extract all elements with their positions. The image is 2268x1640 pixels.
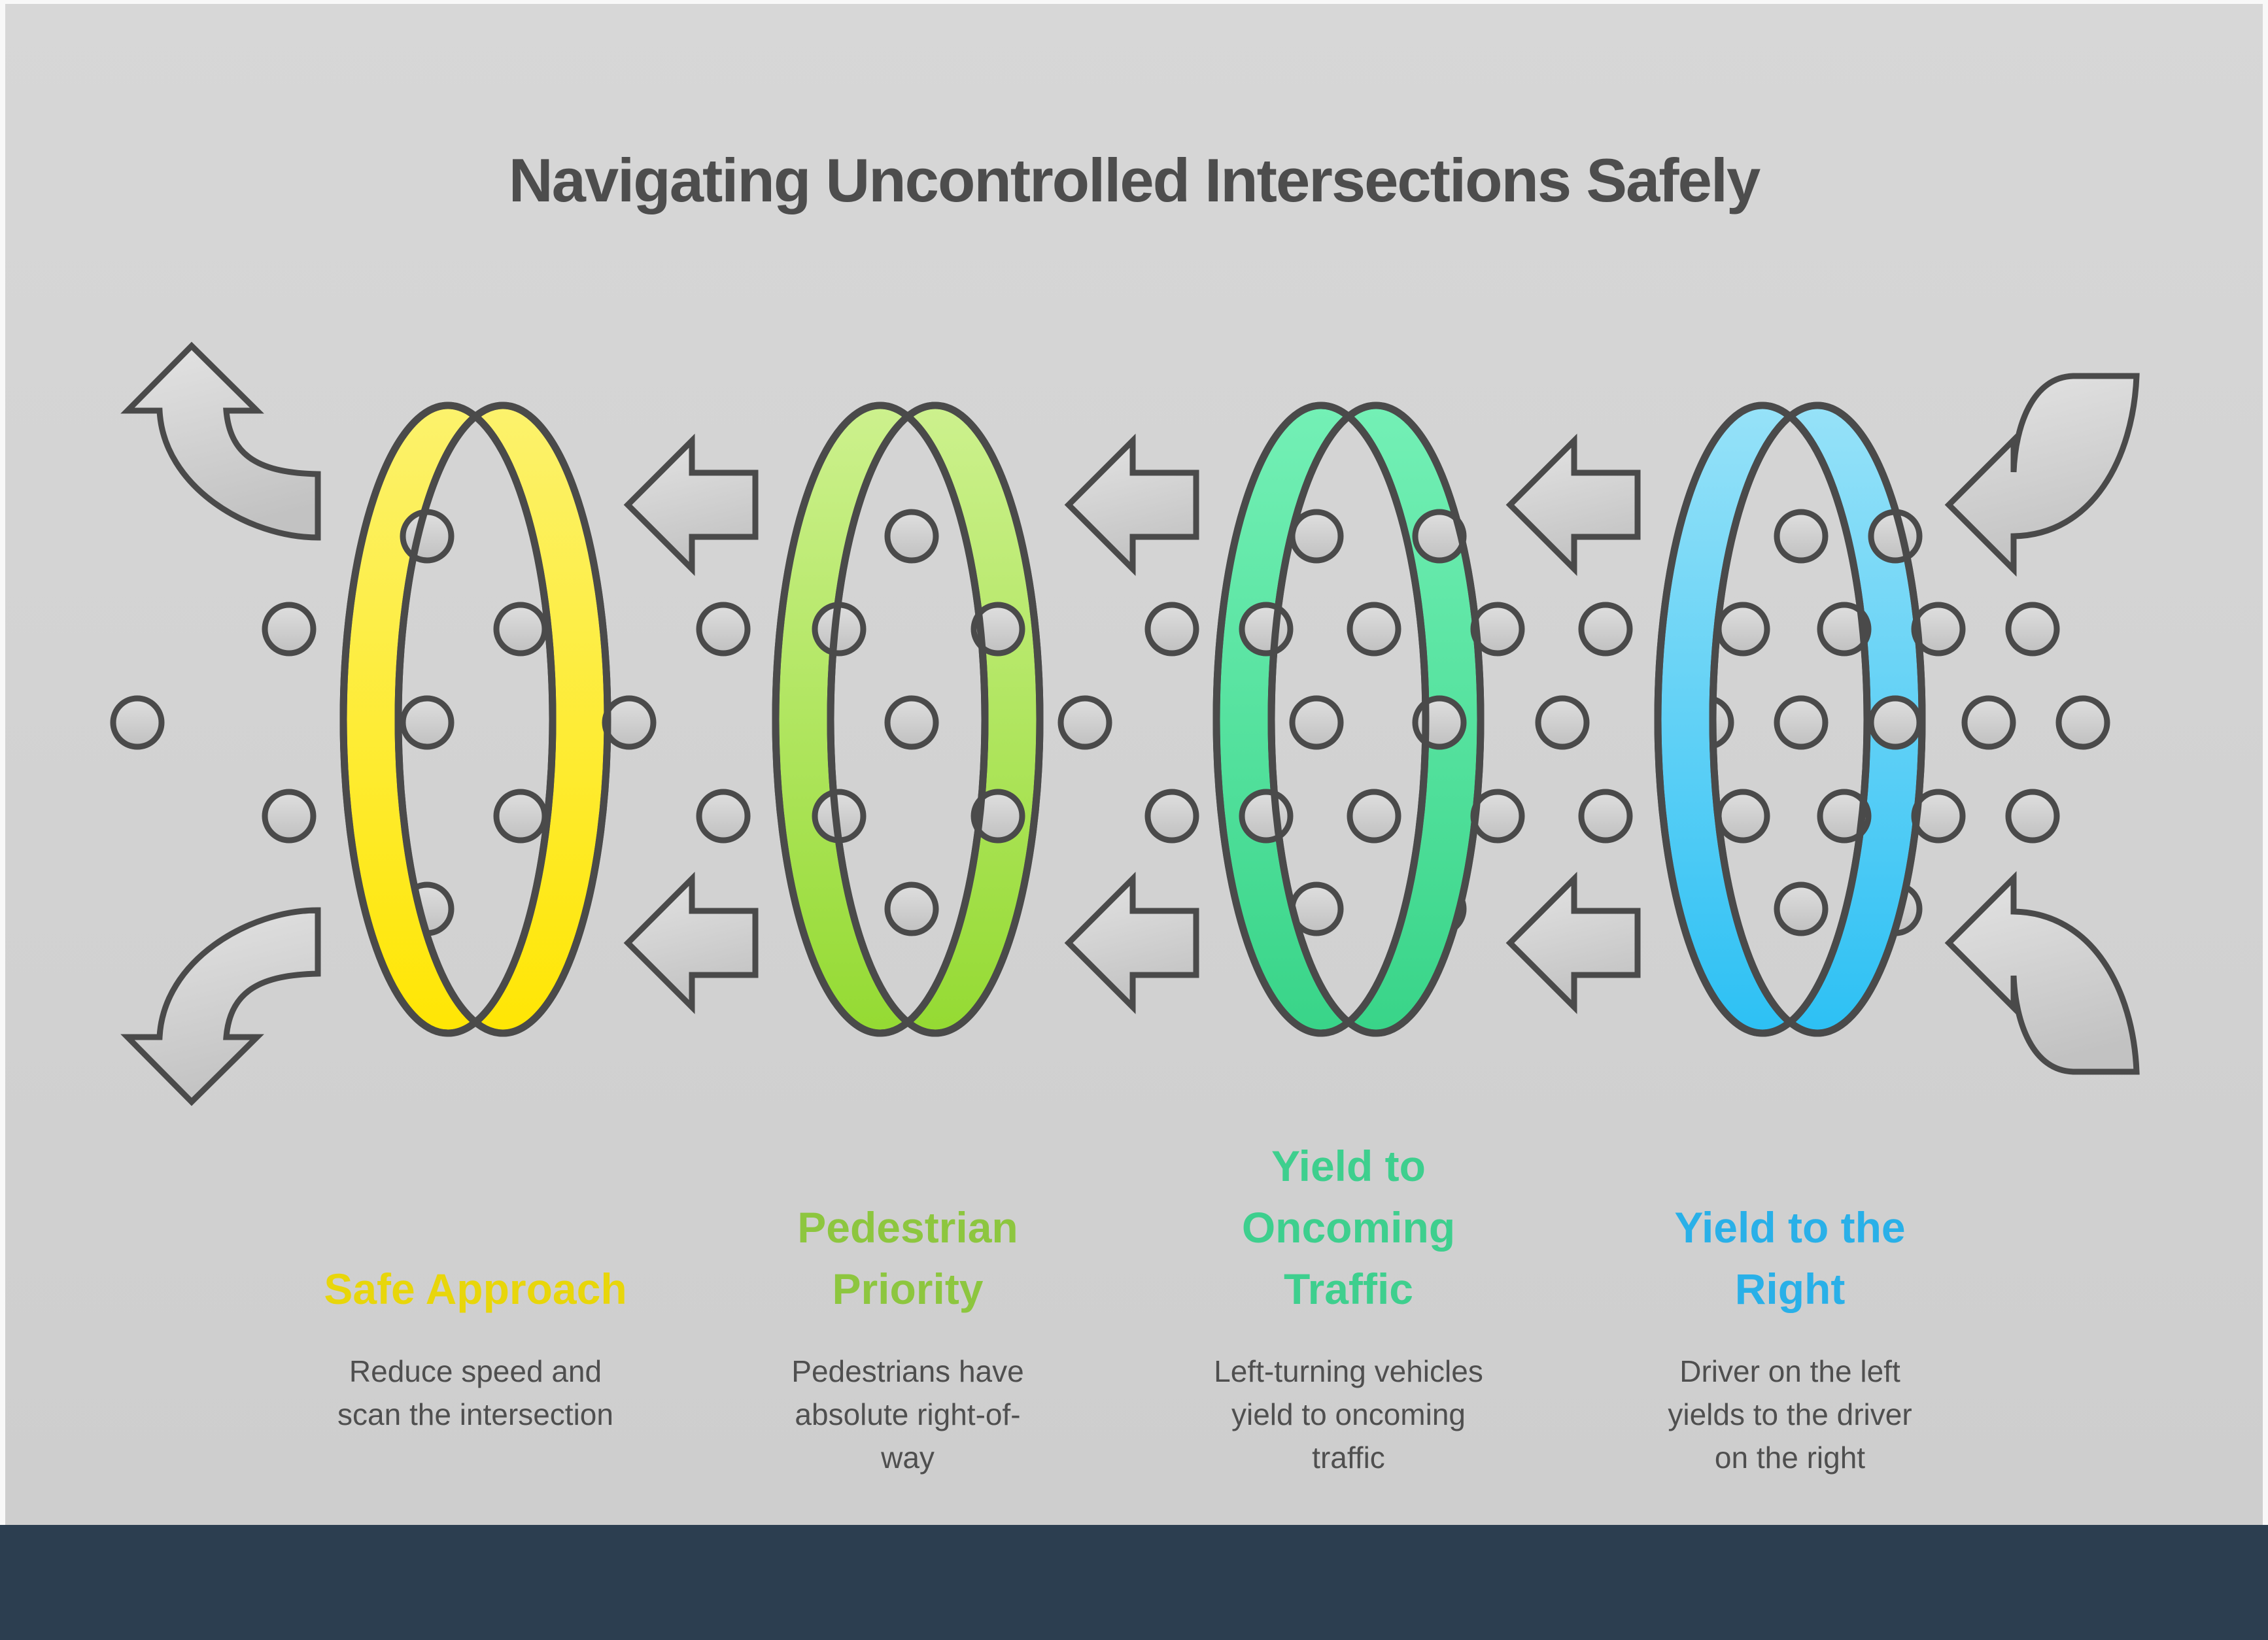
pattern-dot xyxy=(1715,789,1770,844)
pattern-dot xyxy=(1347,602,1401,657)
footer-bar xyxy=(0,1525,2268,1640)
block-arrow-left-top-2-icon xyxy=(1064,434,1199,576)
pattern-dot xyxy=(1774,881,1829,936)
step-column-yield-to-the-right: Yield to the Right Driver on the left yi… xyxy=(1587,1130,1993,1479)
pattern-dot xyxy=(1578,789,1633,844)
pattern-dot xyxy=(2055,695,2110,750)
ring-outline-safe-approach xyxy=(339,401,611,1037)
pattern-dot xyxy=(1817,602,1872,657)
arrows-layer xyxy=(120,341,2140,1106)
block-arrow-left-bottom-1-icon xyxy=(623,872,759,1014)
pattern-dot xyxy=(1715,602,1770,657)
page-title: Navigating Uncontrolled Intersections Sa… xyxy=(508,146,1761,214)
ring-outline-pedestrian-priority xyxy=(772,401,1044,1037)
pattern-dot xyxy=(1144,789,1199,844)
pattern-dot xyxy=(400,695,455,750)
step-description: Reduce speed and scan the intersection xyxy=(337,1354,613,1431)
dots-over-layer xyxy=(110,509,2110,844)
block-arrow-left-top-1-icon xyxy=(623,434,759,576)
pattern-dot xyxy=(1578,602,1633,657)
pattern-dot xyxy=(1868,695,1923,750)
step-title: Yield to the Right xyxy=(1674,1203,1906,1313)
step-description: Driver on the left yields to the driver … xyxy=(1668,1354,1912,1475)
pattern-dot xyxy=(493,602,548,657)
step-description: Pedestrians have absolute right-of- way xyxy=(791,1354,1024,1475)
block-arrow-left-bottom-2-icon xyxy=(1064,872,1199,1014)
pattern-dot xyxy=(2005,602,2060,657)
pattern-dot xyxy=(1239,602,1294,657)
pattern-dot xyxy=(110,695,165,750)
pattern-dot xyxy=(1817,789,1872,844)
pattern-dot xyxy=(602,695,657,750)
ring-outlines-layer xyxy=(339,401,1926,1037)
step-column-pedestrian-priority: Pedestrian Priority Pedestrians have abs… xyxy=(705,1130,1110,1479)
curved-arrow-in-bottom-right-icon xyxy=(1944,871,2140,1075)
pattern-dot xyxy=(1774,509,1829,564)
curved-arrow-in-top-right-icon xyxy=(1944,373,2140,577)
curved-arrow-up-left-icon xyxy=(120,341,321,541)
pattern-dot xyxy=(1774,695,1829,750)
pattern-dot xyxy=(400,509,455,564)
pattern-dot xyxy=(696,789,751,844)
pattern-dot xyxy=(2005,789,2060,844)
pattern-dot xyxy=(696,602,751,657)
step-column-safe-approach: Safe Approach Reduce speed and scan the … xyxy=(273,1130,678,1436)
pattern-dot xyxy=(262,789,317,844)
pattern-dot xyxy=(493,789,548,844)
block-arrow-left-top-3-icon xyxy=(1505,434,1641,576)
step-column-yield-to-oncoming-traffic: Yield to Oncoming Traffic Left-turning v… xyxy=(1146,1130,1551,1479)
pattern-dot xyxy=(1289,695,1344,750)
ring-outline-yield-to-the-right xyxy=(1654,401,1926,1037)
ring-outline-yield-to-oncoming-traffic xyxy=(1212,401,1485,1037)
step-title: Safe Approach xyxy=(324,1265,627,1313)
pattern-dot xyxy=(1144,602,1199,657)
pattern-dot xyxy=(884,509,939,564)
curved-arrow-down-left-icon xyxy=(120,907,321,1106)
pattern-dot xyxy=(262,602,317,657)
pattern-dot xyxy=(1347,789,1401,844)
step-title: Yield to Oncoming Traffic xyxy=(1241,1142,1456,1313)
pattern-dot xyxy=(884,881,939,936)
block-arrow-left-bottom-3-icon xyxy=(1505,872,1641,1014)
pattern-dot xyxy=(1239,789,1294,844)
pattern-dot xyxy=(884,695,939,750)
pattern-dot xyxy=(1289,509,1344,564)
pattern-dot xyxy=(971,602,1025,657)
step-description: Left-turning vehicles yield to oncoming … xyxy=(1214,1354,1483,1475)
pattern-dot xyxy=(1535,695,1590,750)
step-title: Pedestrian Priority xyxy=(797,1203,1018,1313)
pattern-dot xyxy=(1961,695,2016,750)
pattern-dot xyxy=(971,789,1025,844)
pattern-dot xyxy=(1057,695,1112,750)
